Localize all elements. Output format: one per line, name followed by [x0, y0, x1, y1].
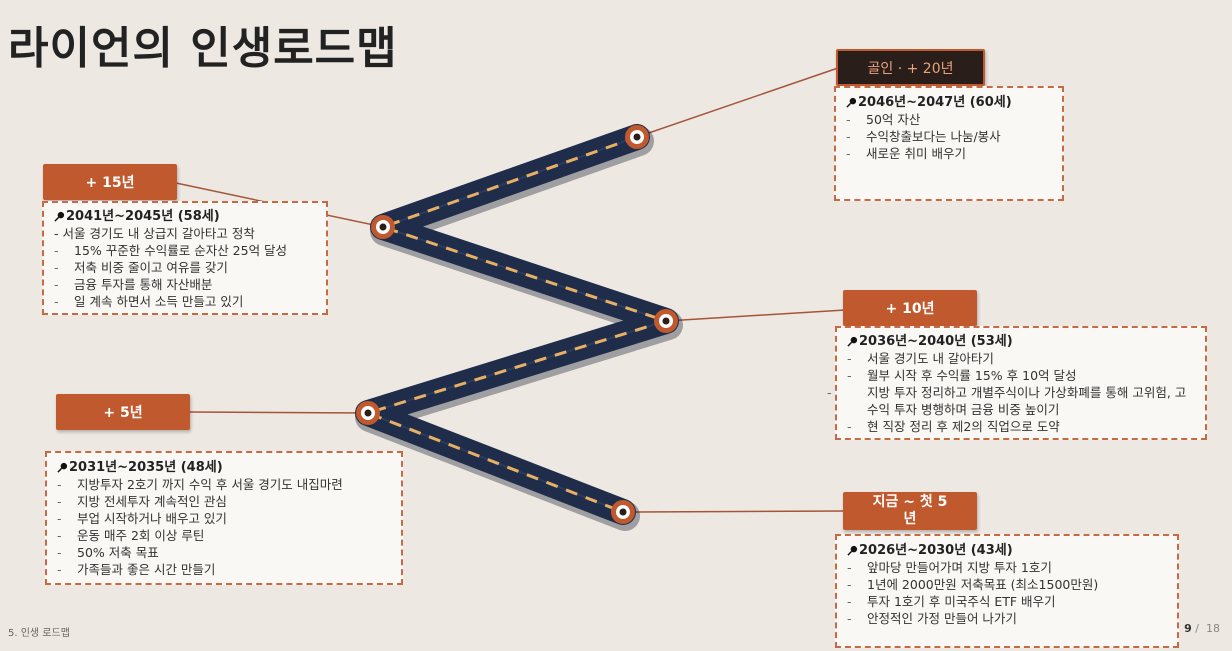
- stage-card-goal: 2046년~2047년 (60세) -50억 자산 -수익창출보다는 나눔/봉사…: [834, 86, 1064, 201]
- pin-icon: [54, 211, 65, 222]
- stage-tag-15y: + 15년: [43, 164, 177, 200]
- pin-icon: [847, 545, 858, 556]
- list-item: -월부 시작 후 수익률 15% 후 10억 달성: [847, 368, 1077, 383]
- milestone-marker: [611, 500, 635, 524]
- milestone-marker: [371, 215, 395, 239]
- milestone-marker: [356, 401, 380, 425]
- page-title: 라이언의 인생로드맵: [8, 23, 398, 74]
- list-item: -일 계속 하면서 소득 만들고 있기: [54, 294, 244, 309]
- stage-tag-label: + 15년: [85, 175, 135, 191]
- list-item: -지방 투자 정리하고 개별주식이나 가상화폐를 통해 고위험, 고수익 투자 …: [827, 385, 1187, 417]
- footer-section-label: 5. 인생 로드맵: [8, 628, 70, 639]
- stage-heading: 2041년~2045년 (58세): [54, 208, 316, 225]
- list-item: - 서울 경기도 내 상급지 갈아타고 정착: [54, 226, 255, 241]
- stage-card-now: 2026년~2030년 (43세) -앞마당 만들어가며 지방 투자 1호기 -…: [835, 534, 1179, 648]
- list-item: -15% 꾸준한 수익률로 순자산 25억 달성: [54, 243, 288, 258]
- list-item: -운동 매주 2회 이상 루틴: [57, 528, 205, 543]
- list-item: -저축 비중 줄이고 여유를 갖기: [54, 260, 228, 275]
- list-item: -새로운 취미 배우기: [846, 146, 966, 161]
- milestone-marker: [625, 125, 649, 149]
- list-item: -수익창출보다는 나눔/봉사: [846, 129, 1001, 144]
- total-pages: 18: [1206, 622, 1220, 635]
- page-separator: /: [1195, 622, 1199, 635]
- list-item: -금융 투자를 통해 자산배분: [54, 277, 213, 292]
- stage-tag-label: 골인 · + 20년: [867, 60, 954, 77]
- stage-tag-goal: 골인 · + 20년: [836, 49, 985, 86]
- stage-tag-label-line1: 지금 ~ 첫 5: [872, 494, 948, 510]
- stage-tag-5y: + 5년: [56, 394, 190, 430]
- pin-icon: [847, 336, 858, 347]
- list-item: -앞마당 만들어가며 지방 투자 1호기: [847, 560, 1052, 575]
- list-item: -50% 저축 목표: [57, 545, 159, 560]
- milestone-markers: [356, 125, 678, 524]
- stage-heading: 2046년~2047년 (60세): [846, 94, 1052, 111]
- list-item: -지방투자 2호기 까지 수익 후 서울 경기도 내집마련: [57, 477, 343, 492]
- pin-icon: [846, 97, 857, 108]
- stage-tag-label-line2: 년: [903, 511, 917, 527]
- list-item: -부업 시작하거나 배우고 있기: [57, 511, 227, 526]
- list-item: -현 직장 정리 후 제2의 직업으로 도약: [847, 419, 1060, 434]
- stage-card-10y: 2036년~2040년 (53세) -서울 경기도 내 갈아타기 -월부 시작 …: [827, 326, 1207, 440]
- list-item: -지방 전세투자 계속적인 관심: [57, 494, 227, 509]
- stage-tag-10y: + 10년: [843, 290, 977, 326]
- list-item: -가족들과 좋은 시간 만들기: [57, 562, 216, 577]
- list-item: -서울 경기도 내 갈아타기: [847, 351, 994, 366]
- current-page: 9: [1184, 622, 1192, 635]
- stage-tag-label: + 10년: [885, 301, 935, 317]
- stage-tag-now: 지금 ~ 첫 5 년: [843, 492, 977, 530]
- stage-card-15y: 2041년~2045년 (58세) - 서울 경기도 내 상급지 갈아타고 정착…: [42, 201, 328, 315]
- stage-heading: 2031년~2035년 (48세): [57, 459, 391, 476]
- page-indicator: 9 / 18: [1184, 622, 1220, 635]
- list-item: -50억 자산: [846, 112, 921, 127]
- list-item: -투자 1호기 후 미국주식 ETF 배우기: [847, 594, 1056, 609]
- stage-heading: 2036년~2040년 (53세): [847, 333, 1195, 350]
- pin-icon: [57, 462, 68, 473]
- milestone-marker: [654, 309, 678, 333]
- stage-heading: 2026년~2030년 (43세): [847, 542, 1167, 559]
- stage-tag-label: + 5년: [103, 405, 143, 421]
- road-path: [355, 124, 679, 525]
- list-item: -안정적인 가정 만들어 나가기: [847, 611, 1017, 626]
- stage-card-5y: 2031년~2035년 (48세) -지방투자 2호기 까지 수익 후 서울 경…: [45, 451, 403, 585]
- list-item: -1년에 2000만원 저축목표 (최소1500만원): [847, 577, 1099, 592]
